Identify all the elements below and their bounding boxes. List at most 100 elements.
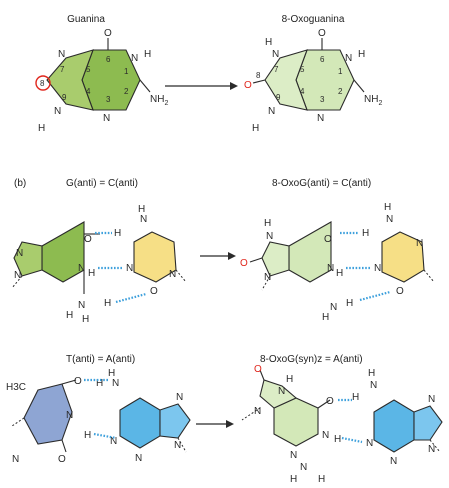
row2-right-title: 8-OxoG(syn)z = A(anti): [260, 354, 363, 365]
atom-n: N: [174, 440, 181, 451]
atom-h: H: [264, 218, 271, 229]
atom-h: H: [368, 368, 375, 379]
atom-n: N: [428, 444, 435, 455]
atom-o: O: [326, 396, 334, 407]
atom-n: N: [322, 430, 329, 441]
num-8: 8: [256, 71, 261, 80]
a-six-ring: [119, 397, 161, 449]
atom-n: N: [110, 436, 117, 447]
atom-n: N: [374, 263, 381, 274]
t-ring: [23, 383, 73, 445]
atom-n: N: [370, 380, 377, 391]
g-five-ring: [13, 241, 43, 277]
atom-n: N: [140, 214, 147, 225]
atom-h: H: [322, 312, 329, 323]
arrowhead-b1: [228, 252, 236, 260]
atom-o: O: [104, 28, 112, 39]
atom-n: N: [14, 270, 21, 281]
atom-o: O: [84, 234, 92, 245]
c8-highlight-circle: [35, 75, 51, 91]
atom-n: N: [264, 272, 271, 283]
atom-n: N: [12, 454, 19, 465]
atom-o: O: [58, 454, 66, 465]
atom-n9: N: [54, 106, 61, 117]
arrowhead-b2: [226, 420, 234, 428]
guanine-five-ring: [46, 49, 94, 111]
num-1: 1: [338, 67, 343, 76]
atom-nh2: NH2: [150, 94, 168, 107]
atom-o: O: [150, 286, 158, 297]
atom-ch3: H3C: [6, 382, 26, 393]
atom-h: H: [104, 298, 111, 309]
atom-o6: O: [318, 28, 326, 39]
num-6: 6: [106, 55, 111, 64]
atom-o8: O: [240, 258, 248, 269]
hbond: [115, 292, 147, 304]
atom-h: H: [336, 268, 343, 279]
oxog-c-pair: O H N N O N H N H H H N H N O N: [240, 202, 435, 323]
atom-h9: H: [252, 123, 259, 134]
atom-h1: H: [144, 49, 151, 60]
num-1: 1: [124, 67, 129, 76]
num-3: 3: [320, 95, 325, 104]
atom-n: N: [300, 462, 307, 473]
atom-n: N: [78, 263, 85, 274]
oxog-syn-a-pair: O H N N O N H N N H H H N H N N N N: [241, 364, 443, 485]
hbond: [341, 436, 363, 444]
atom-n: N: [176, 392, 183, 403]
g-c-pair: N N N O H N H H H H N H N O N: [11, 204, 187, 325]
atom-nh2: NH2: [364, 94, 382, 107]
atom-n3: N: [317, 113, 324, 124]
guanine-title: Guanina: [67, 14, 105, 25]
atom-h: H: [362, 228, 369, 239]
atom-n: N: [428, 394, 435, 405]
oxog-six-ring: [288, 221, 332, 283]
num-3: 3: [106, 95, 111, 104]
atom-n1: N: [345, 53, 352, 64]
atom-n7: N: [272, 49, 279, 60]
row1-left-title: G(anti) = C(anti): [66, 178, 138, 189]
oxog-syn-five-ring: [259, 379, 298, 409]
oxog-five-ring: [261, 241, 290, 277]
atom-n: N: [330, 302, 337, 313]
oxoguanine-molecule: O O H N N H N N H NH2 7 8 9 5 6 1 2 3 4: [244, 28, 382, 134]
num-8: 8: [40, 79, 45, 88]
num-4: 4: [300, 87, 305, 96]
atom-n: N: [266, 231, 273, 242]
atom-h7: H: [265, 37, 272, 48]
atom-h: H: [88, 268, 95, 279]
atom-h: H: [96, 378, 103, 389]
atom-h: H: [82, 314, 89, 325]
c-ring: [381, 231, 425, 283]
atom-o8: O: [244, 80, 252, 91]
guanine-molecule: O N N H N N H NH2 7 8 9 5 6 1 2 3 4: [35, 28, 168, 134]
num-2: 2: [124, 87, 129, 96]
atom-n: N: [366, 438, 373, 449]
atom-h: H: [66, 310, 73, 321]
atom-n: N: [278, 386, 285, 397]
atom-o: O: [324, 234, 332, 245]
atom-h: H: [108, 368, 115, 379]
a-six-ring: [373, 399, 415, 453]
a-five-ring: [413, 405, 443, 441]
atom-n9: N: [268, 106, 275, 117]
atom-h9: H: [38, 123, 45, 134]
atom-h: H: [114, 228, 121, 239]
num-2: 2: [338, 87, 343, 96]
c-ring: [133, 231, 177, 283]
atom-n7: N: [58, 49, 65, 60]
atom-h: H: [334, 434, 341, 445]
atom-h1: H: [358, 49, 365, 60]
atom-n: N: [169, 269, 176, 280]
atom-n: N: [327, 263, 334, 274]
atom-h: H: [290, 474, 297, 485]
num-6: 6: [320, 55, 325, 64]
oxog-five-ring: [264, 49, 308, 111]
atom-n: N: [112, 378, 119, 389]
atom-h: H: [318, 474, 325, 485]
atom-o: O: [396, 286, 404, 297]
num-5: 5: [86, 65, 91, 74]
row2-left-title: T(anti) = A(anti): [66, 354, 135, 365]
atom-n1: N: [131, 53, 138, 64]
